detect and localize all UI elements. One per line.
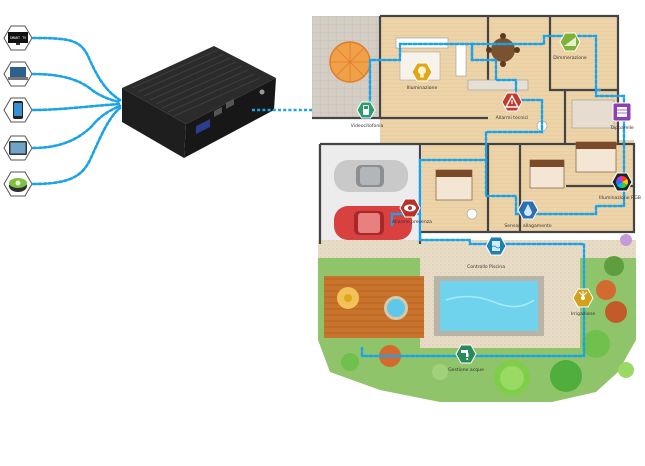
water-drop-icon <box>524 204 532 216</box>
feature-sensori[interactable]: Sensori allagamento <box>504 200 552 229</box>
garden-trees <box>341 234 634 396</box>
rgb-wheel-icon <box>615 176 629 188</box>
smart-tv-label: SMART TV <box>10 36 26 40</box>
light-bulb-icon <box>418 66 426 78</box>
car-silver <box>334 160 408 192</box>
smart-tv-device[interactable]: SMART TV <box>3 25 33 51</box>
allarme-presenza-label: Allarme presenza <box>392 219 432 225</box>
feature-rgb[interactable]: Illuminazione RGB <box>599 172 641 201</box>
rgb-label: Illuminazione RGB <box>599 195 641 201</box>
illuminazione-label: Illuminazione <box>407 85 438 91</box>
dimmer-icon <box>564 37 576 46</box>
smartphone-device[interactable] <box>3 97 33 123</box>
piscina-label: Controllo Piscina <box>467 264 505 270</box>
intercom-icon <box>363 105 369 115</box>
pool-icon <box>491 241 501 251</box>
device-network-lines <box>31 36 122 186</box>
feature-illuminazione[interactable]: Illuminazione <box>407 62 438 91</box>
feature-irrigazione[interactable]: Irrigazione <box>571 288 595 317</box>
feature-allarmi[interactable]: Allarmi tecnici <box>496 92 529 121</box>
alarm-icon <box>504 94 520 108</box>
tablet-device[interactable] <box>3 135 33 161</box>
device-list: SMART TV <box>3 25 33 197</box>
sensori-label: Sensori allagamento <box>504 223 551 229</box>
mini-pc-hub[interactable] <box>122 46 276 158</box>
laptop-device[interactable] <box>3 61 33 87</box>
allarmi-label: Allarmi tecnici <box>496 115 529 121</box>
shutter-icon <box>617 107 627 117</box>
dimmerazione-label: Dimmerazione <box>553 55 587 61</box>
sprinkler-icon <box>578 291 588 300</box>
feature-piscina[interactable]: Controllo Piscina <box>467 236 507 270</box>
feature-allarme-presenza[interactable]: Allarme presenza <box>392 198 432 225</box>
tap-icon <box>461 350 469 360</box>
videocitofonia-label: Videocitofonia <box>351 123 384 129</box>
feature-dimmerazione[interactable]: Dimmerazione <box>553 32 587 61</box>
feature-acqua[interactable]: Gestione acque <box>448 344 484 373</box>
acqua-label: Gestione acque <box>448 367 484 373</box>
speaker-hub-device[interactable] <box>3 171 33 197</box>
tapparelle-label: Tapparelle <box>609 125 634 131</box>
feature-tapparelle[interactable]: Tapparelle <box>609 102 634 131</box>
floor-plan <box>312 14 636 402</box>
irrigazione-label: Irrigazione <box>571 311 595 317</box>
feature-videocitofonia[interactable]: Videocitofonia <box>351 101 384 129</box>
eye-icon <box>404 204 416 212</box>
